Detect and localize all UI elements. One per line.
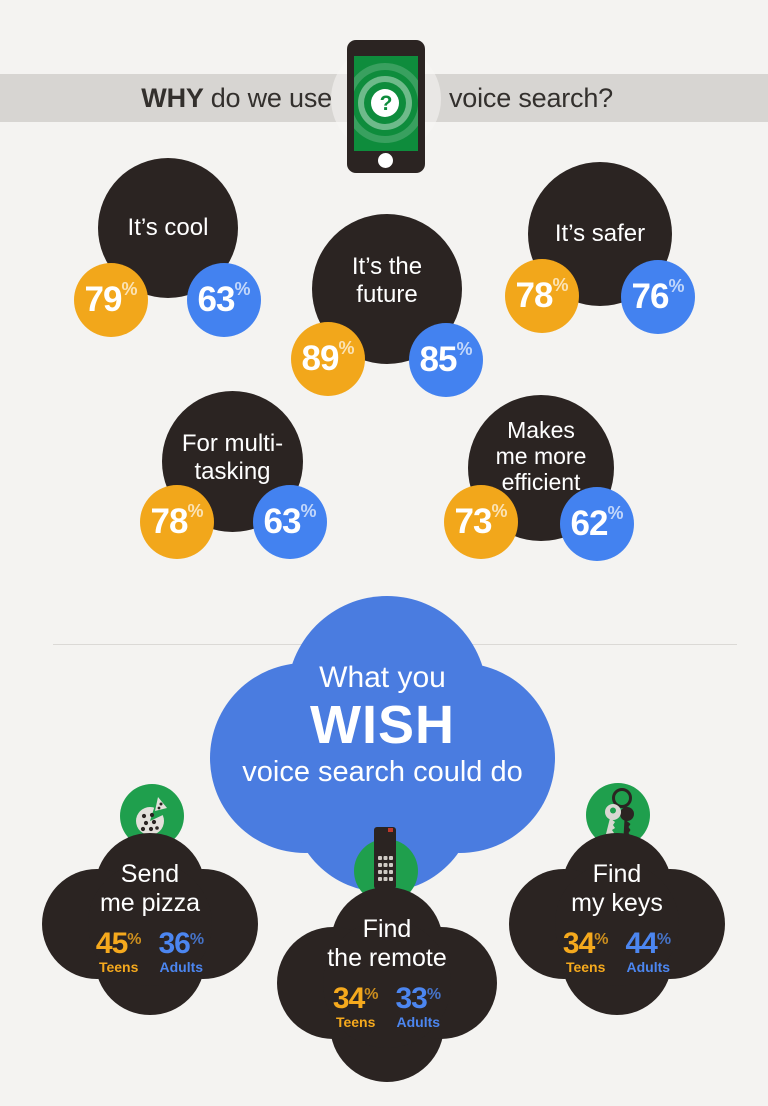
phone-screen: ? xyxy=(354,56,418,151)
reason-its-safer-teens-value: 78% xyxy=(505,259,579,333)
adults-label: Adults xyxy=(626,959,671,975)
wish-teens-value: 45% Teens xyxy=(95,927,142,975)
header-title-left: WHY do we use xyxy=(141,74,332,122)
wish-find-my-keys: Find my keys 34% Teens 44% Adults xyxy=(509,833,725,1015)
reason-label: future xyxy=(356,281,418,308)
reason-efficient-teens-value: 73% xyxy=(444,485,518,559)
reason-label: me more xyxy=(495,443,587,469)
wish-adults-value: 36% Adults xyxy=(158,927,205,975)
pizza-icon xyxy=(136,797,167,835)
reason-its-the-future-adults-value: 85% xyxy=(409,323,483,397)
header-title-rest: do we use xyxy=(210,82,332,113)
wish-label: the remote xyxy=(327,944,447,972)
reason-label: efficient xyxy=(501,469,581,495)
wish-title-line1: What you xyxy=(319,661,446,694)
reason-its-safer-adults-value: 76% xyxy=(621,260,695,334)
reason-its-cool: It’s cool xyxy=(98,158,238,298)
reason-label: tasking xyxy=(194,457,271,485)
wish-title-line3: voice search could do xyxy=(242,756,523,788)
wish-label: Send xyxy=(120,860,180,888)
wish-teens-value: 34% Teens xyxy=(562,927,609,975)
wish-label: my keys xyxy=(571,889,663,917)
remote-icon xyxy=(374,827,396,889)
question-mark: ? xyxy=(379,92,393,115)
phone-home-button xyxy=(378,153,393,168)
reason-multitasking-adults-value: 63% xyxy=(253,485,327,559)
reason-multitasking-teens-value: 78% xyxy=(140,485,214,559)
wish-label: Find xyxy=(362,915,412,943)
cloud-shape xyxy=(210,596,555,892)
reason-its-the-future-teens-value: 89% xyxy=(291,322,365,396)
wish-send-me-pizza: Send me pizza 45% Teens 36% Adults xyxy=(42,833,258,1015)
cloud-shape xyxy=(509,833,725,1015)
adults-label: Adults xyxy=(159,959,204,975)
wish-label: Find xyxy=(592,860,642,888)
header-title-why: WHY xyxy=(141,82,204,113)
wish-teens-value: 34% Teens xyxy=(332,982,379,1030)
teens-label: Teens xyxy=(335,1014,376,1030)
reason-label: It’s safer xyxy=(554,220,646,247)
reason-its-cool-adults-value: 63% xyxy=(187,263,261,337)
reason-label: It’s cool xyxy=(127,214,209,241)
wish-adults-value: 33% Adults xyxy=(395,982,442,1030)
teens-label: Teens xyxy=(98,959,139,975)
wish-cloud: What you WISH voice search could do xyxy=(210,596,555,892)
reason-label: Makes xyxy=(507,417,575,443)
keys-icon xyxy=(605,788,634,840)
reason-label: For multi- xyxy=(181,429,284,457)
cloud-shape xyxy=(277,887,497,1082)
wish-adults-value: 44% Adults xyxy=(625,927,672,975)
cloud-shape xyxy=(42,833,258,1015)
reason-its-cool-teens-value: 79% xyxy=(74,263,148,337)
wish-label: me pizza xyxy=(99,889,201,917)
teens-label: Teens xyxy=(565,959,606,975)
reason-label: It’s the xyxy=(351,253,423,280)
wish-find-the-remote: Find the remote 34% Teens 33% Adults xyxy=(277,887,497,1083)
reason-efficient-adults-value: 62% xyxy=(560,487,634,561)
adults-label: Adults xyxy=(396,1014,441,1030)
header-title-right: voice search? xyxy=(449,82,613,113)
phone-icon: ? xyxy=(347,40,425,173)
wish-title-line2: WISH xyxy=(310,695,455,755)
sound-ripples-icon xyxy=(354,63,418,143)
